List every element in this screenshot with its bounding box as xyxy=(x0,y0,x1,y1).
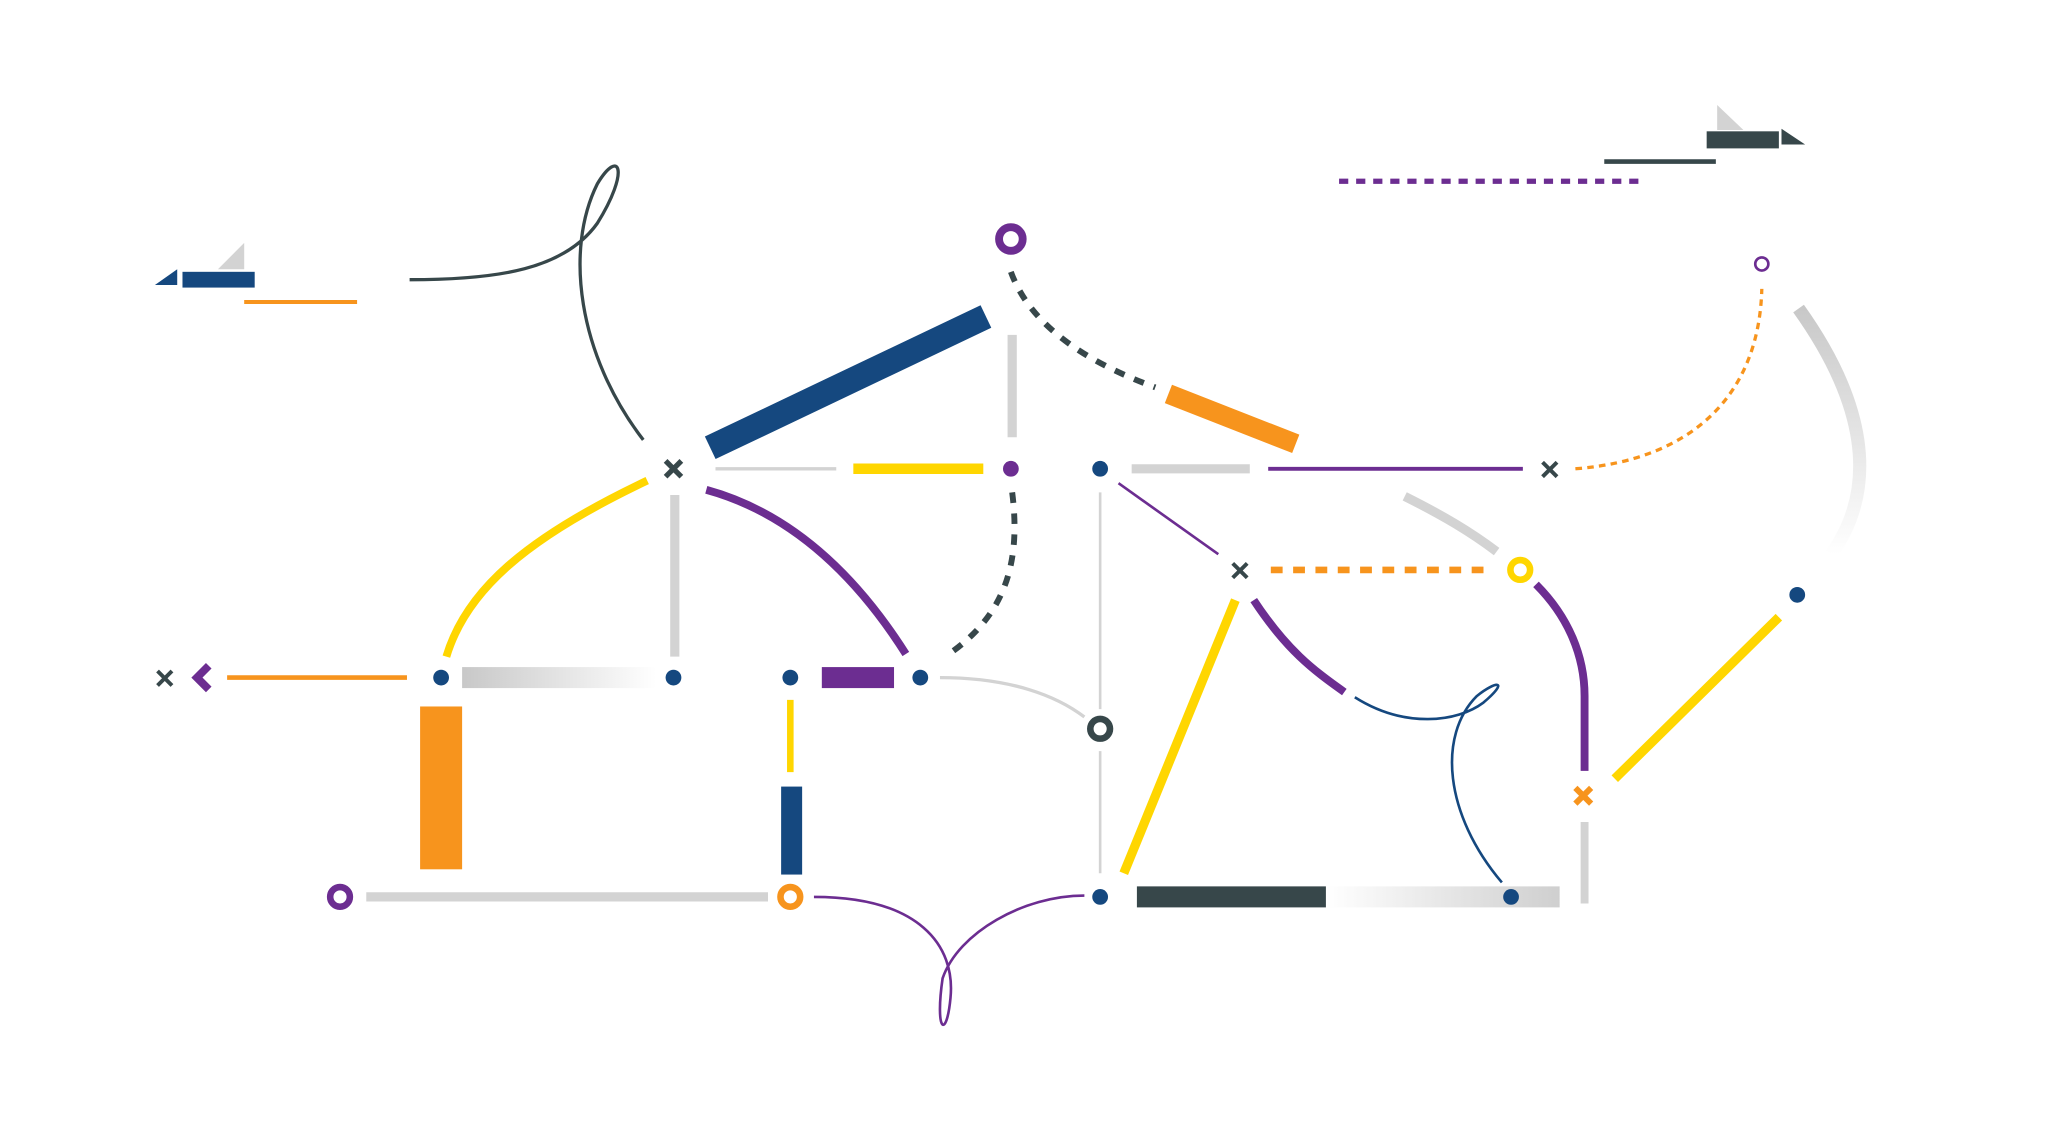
track-purple-thin-diagonal xyxy=(1117,482,1220,556)
sail-left xyxy=(217,242,245,270)
station-dot-navy-1 xyxy=(1092,460,1109,477)
curve-yellow-left xyxy=(442,477,649,658)
x-marker-1 xyxy=(663,459,684,479)
curve-purple-1 xyxy=(705,486,910,657)
track-orange-dashed-curve xyxy=(1575,288,1764,471)
bar-gray-gradient-1 xyxy=(462,667,657,689)
loop-curve-dark xyxy=(409,164,645,441)
station-ring-orange-bottom xyxy=(777,883,804,911)
x-marker-2 xyxy=(1541,460,1559,479)
bar-gray-gradient-2 xyxy=(1325,886,1560,908)
bar-navy-vertical xyxy=(781,786,803,875)
station-dot-purple xyxy=(1002,460,1019,477)
station-ring-purple-bottom xyxy=(326,883,354,911)
curve-purple-right xyxy=(1533,581,1589,771)
loop-curve-purple xyxy=(813,894,1085,1027)
train-nose-right xyxy=(1781,128,1806,145)
station-dot-navy-6 xyxy=(1092,889,1109,905)
train-nose-left xyxy=(154,269,178,285)
x-marker-3 xyxy=(1231,561,1249,580)
sail-right xyxy=(1717,105,1744,131)
x-marker-4 xyxy=(156,669,174,687)
train-body-left xyxy=(182,271,255,288)
station-ring-top xyxy=(995,223,1027,255)
bar-orange-vertical xyxy=(420,706,463,870)
station-dot-navy-2 xyxy=(433,669,449,686)
curve-gray-short xyxy=(1402,492,1500,556)
station-dot-navy-7 xyxy=(1503,889,1519,905)
loop-curve-navy xyxy=(1354,683,1503,884)
station-ring-yellow xyxy=(1507,556,1534,584)
station-dot-navy-3 xyxy=(665,669,682,686)
station-dot-navy-5 xyxy=(912,669,929,686)
chevron-left-icon xyxy=(191,662,212,693)
track-dark-dashed-top xyxy=(1008,270,1157,391)
curve-purple-2 xyxy=(1250,597,1347,696)
bar-navy-diagonal xyxy=(704,305,992,460)
train-body-right xyxy=(1706,131,1779,149)
curve-gray-thin xyxy=(939,675,1086,719)
bar-dark-bottom xyxy=(1136,886,1326,908)
track-yellow-diagonal-center xyxy=(1119,598,1240,875)
bar-orange-diagonal xyxy=(1164,384,1300,454)
station-dot-navy-4 xyxy=(782,669,799,686)
station-dot-navy-right xyxy=(1789,586,1806,603)
bar-purple xyxy=(821,667,895,689)
arc-gray-fading xyxy=(1793,304,1867,558)
track-dark-dashed-2 xyxy=(943,492,1018,660)
station-ring-small xyxy=(1753,256,1770,272)
track-yellow-diagonal-right xyxy=(1611,613,1783,782)
station-ring-dark xyxy=(1087,715,1114,742)
x-marker-orange xyxy=(1573,785,1594,806)
